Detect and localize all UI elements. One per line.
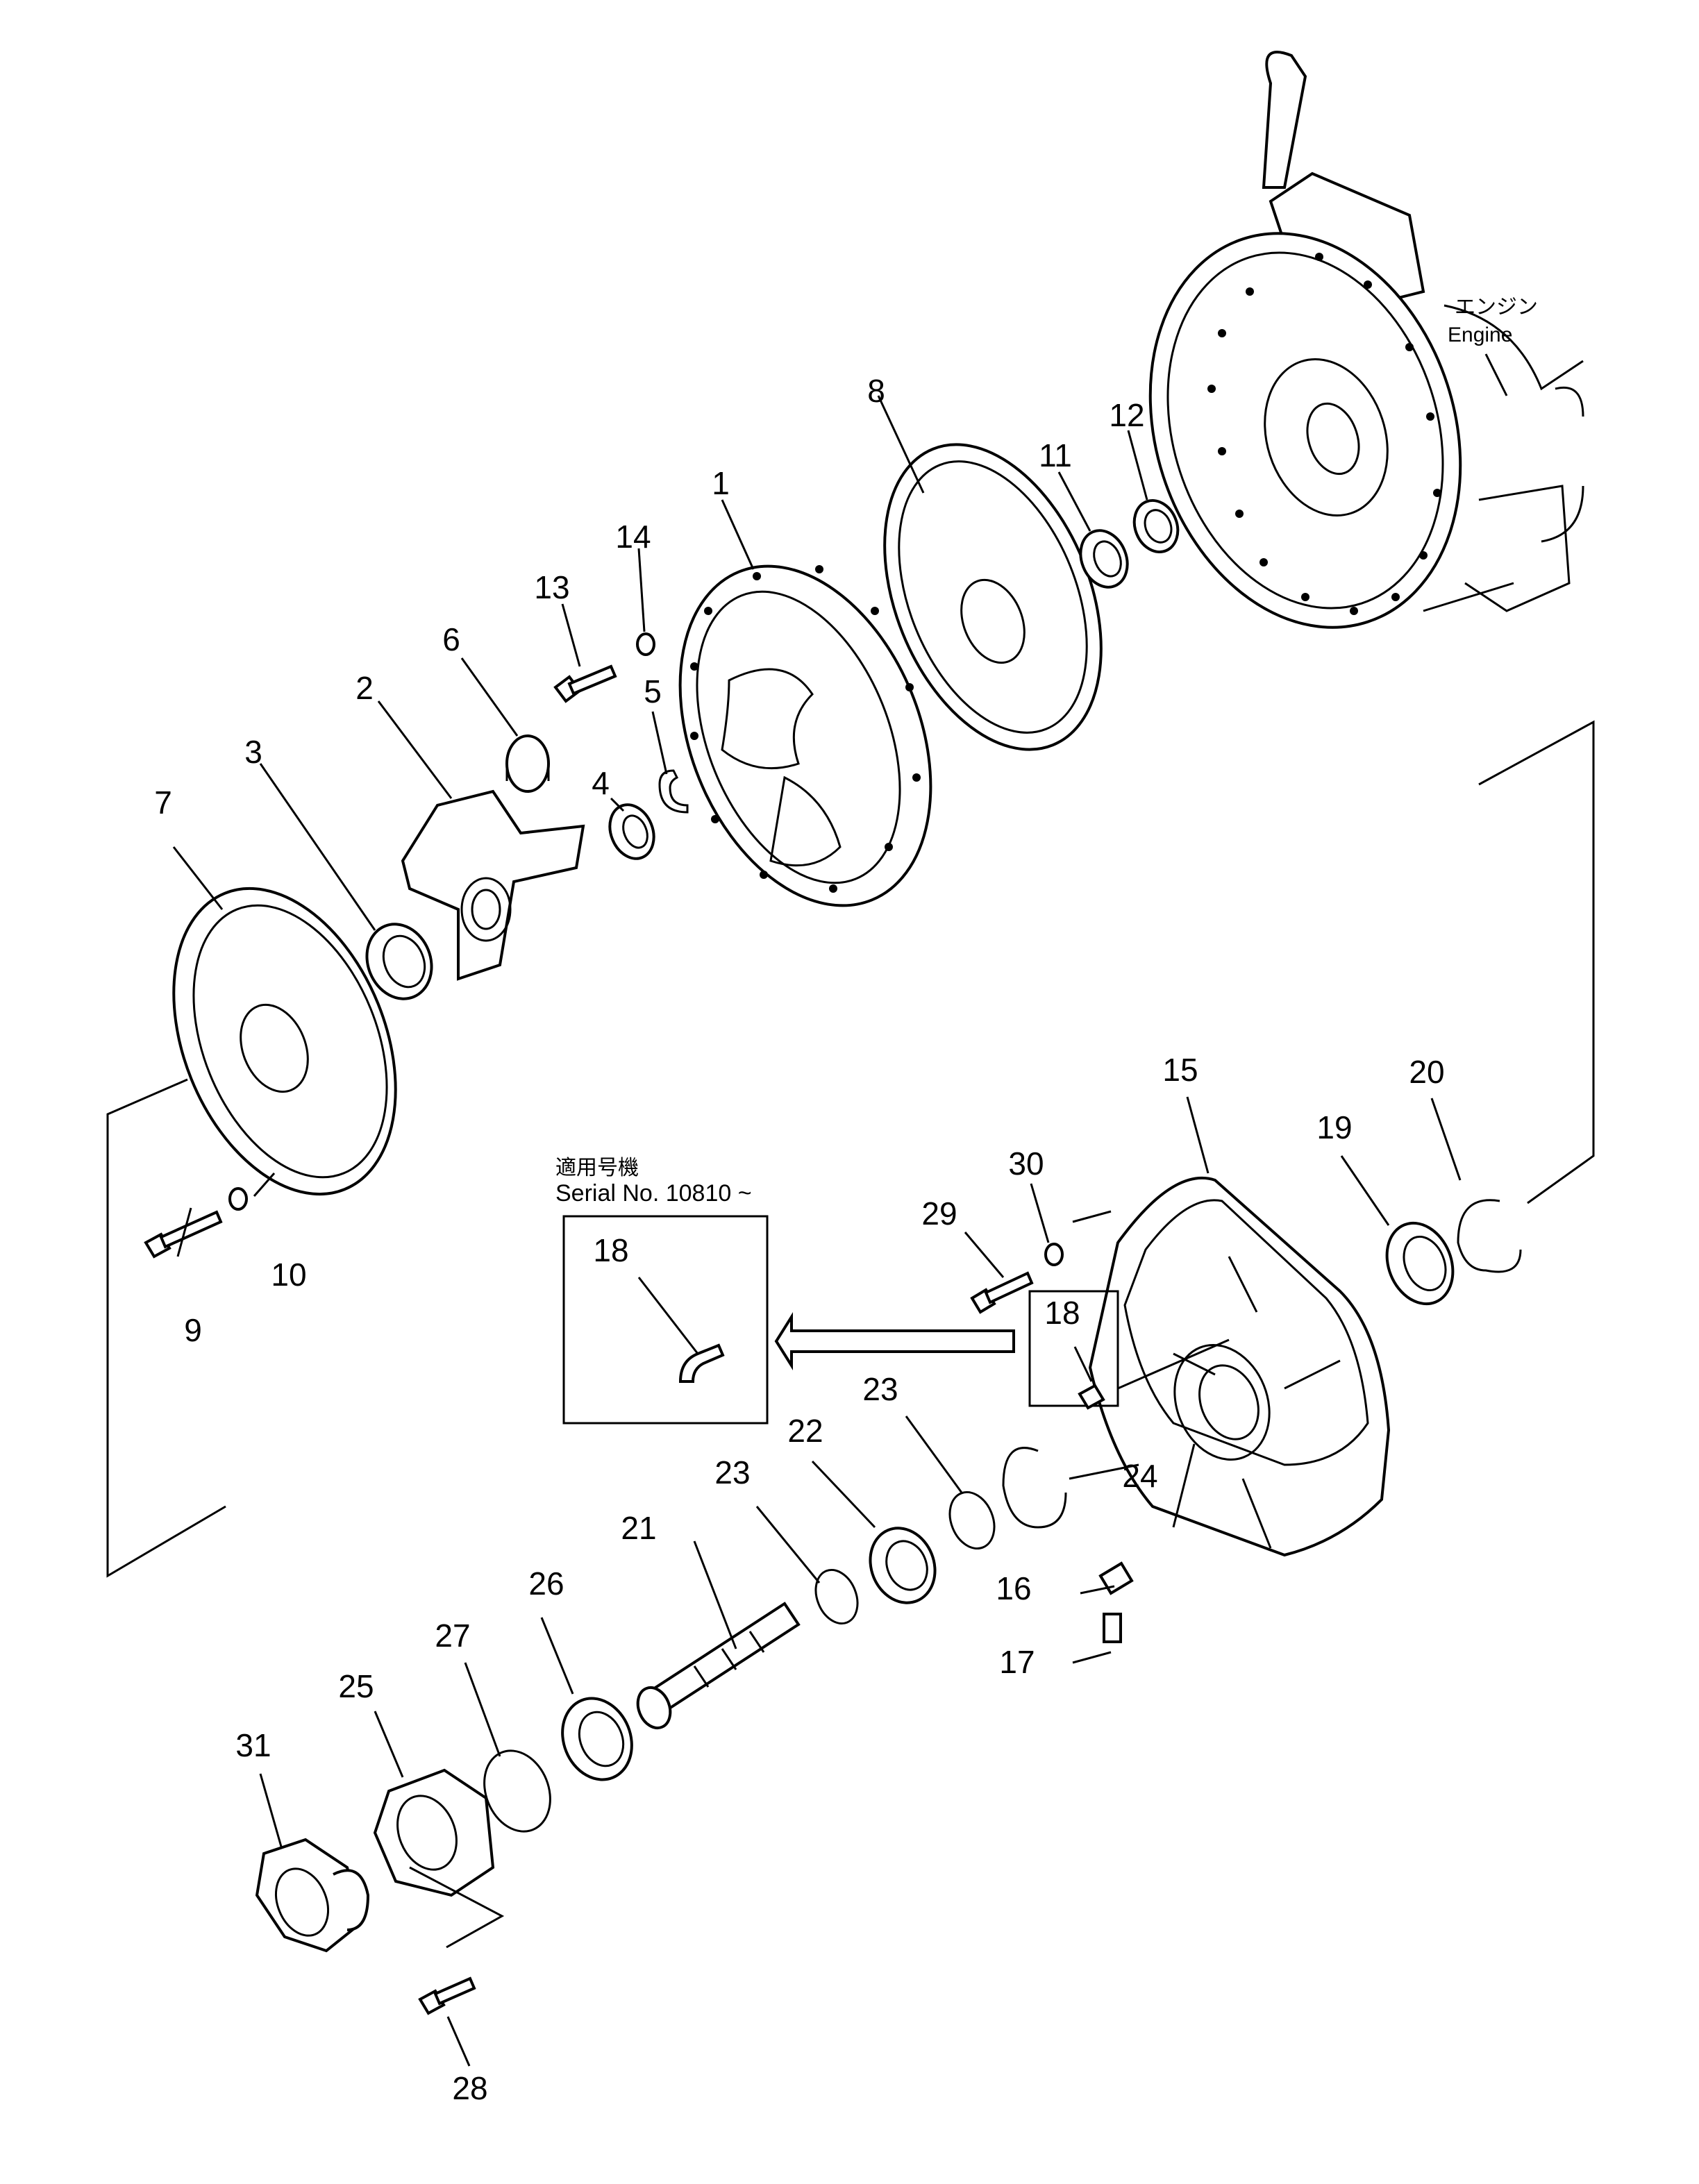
callout-10: 10: [271, 1257, 306, 1293]
callout-7: 7: [154, 784, 172, 821]
part-25-retainer: [373, 1768, 495, 1897]
callout-20: 20: [1409, 1054, 1444, 1090]
part-28-bolt: [418, 1976, 476, 2015]
part-1-coupling-housing: [678, 564, 932, 907]
callout-19: 19: [1316, 1109, 1352, 1145]
part-19-bearing: [1385, 1221, 1455, 1306]
part-6-bushing: [505, 734, 550, 793]
engine-label-en: Engine: [1448, 324, 1512, 346]
part-18-elbow-variant: [678, 1343, 725, 1383]
part-8-gasket: [883, 443, 1103, 751]
callout-5: 5: [644, 673, 662, 709]
callout-15: 15: [1162, 1052, 1198, 1088]
callout-2: 2: [355, 670, 374, 706]
part-29-bolt: [970, 1271, 1034, 1314]
engine-label-jp: エンジン: [1455, 296, 1538, 319]
callout-23-lower: 23: [714, 1454, 750, 1490]
callout-26: 26: [528, 1565, 564, 1602]
part-31-flange: [255, 1838, 370, 1953]
callout-3: 3: [244, 734, 262, 770]
callout-31: 31: [235, 1727, 271, 1763]
callout-29: 29: [921, 1195, 957, 1232]
callout-4: 4: [592, 765, 610, 801]
part-5-snap-ring: [658, 769, 689, 814]
part-27-o-ring: [483, 1749, 551, 1833]
part-14-washer: [636, 632, 655, 656]
part-22-bearing: [869, 1527, 937, 1604]
part-12-bearing: [1132, 499, 1180, 553]
part-17-nipple: [1103, 1613, 1122, 1643]
callout-9: 9: [184, 1312, 202, 1348]
engine-housing: [1148, 51, 1584, 629]
callout-24: 24: [1122, 1458, 1157, 1494]
callout-28: 28: [452, 2070, 487, 2106]
part-20-snap-ring: [1457, 1199, 1522, 1273]
part-18-plug: [1078, 1384, 1105, 1410]
leader-lines: [172, 395, 1462, 2067]
callout-27: 27: [435, 1618, 470, 1654]
callout-22: 22: [787, 1413, 823, 1449]
serial-variant-box: [562, 1215, 769, 1425]
part-7-cover-plate: [172, 887, 397, 1196]
part-10-washer: [228, 1187, 248, 1211]
callout-17: 17: [999, 1644, 1035, 1680]
callout-1: 1: [712, 465, 730, 501]
part-3-seal: [365, 923, 433, 1000]
callout-25: 25: [338, 1668, 374, 1704]
part-30-washer: [1044, 1243, 1064, 1266]
callout-21: 21: [621, 1510, 656, 1546]
part-2-spider-hub: [401, 789, 585, 981]
part-15-housing: [1088, 1176, 1391, 1557]
callout-18: 18: [1044, 1295, 1080, 1331]
serial-note-applicable: 適用号機: [555, 1157, 639, 1179]
callout-8: 8: [867, 373, 885, 409]
part-9-bolt: [144, 1210, 223, 1259]
callout-numbers: 1 2 3 4 5 6 7 8 9 10 11 12 13 14 15 16 1…: [154, 373, 1444, 2106]
variant-arrow: [774, 1312, 1015, 1370]
callout-18-variant: 18: [593, 1232, 628, 1268]
callout-11: 11: [1039, 437, 1072, 473]
part-21-shaft: [636, 1602, 801, 1730]
callout-13: 13: [534, 569, 569, 605]
callout-16: 16: [996, 1570, 1031, 1606]
callout-30: 30: [1008, 1145, 1044, 1182]
part-11-bearing: [1079, 529, 1129, 589]
callout-23-upper: 23: [862, 1371, 898, 1407]
part-24-snap-ring: [1002, 1447, 1067, 1529]
callout-6: 6: [442, 621, 460, 657]
serial-note-range: Serial No. 10810 ~: [555, 1180, 752, 1207]
part-26-bearing: [561, 1697, 633, 1781]
part-18-box: [1028, 1290, 1119, 1407]
part-4-bearing: [608, 803, 655, 860]
callout-14: 14: [615, 519, 651, 555]
part-23-snap-ring-lower: [814, 1568, 859, 1625]
callout-12: 12: [1109, 397, 1144, 433]
part-13-bolt: [553, 664, 617, 703]
part-23-snap-ring-upper: [948, 1490, 996, 1550]
